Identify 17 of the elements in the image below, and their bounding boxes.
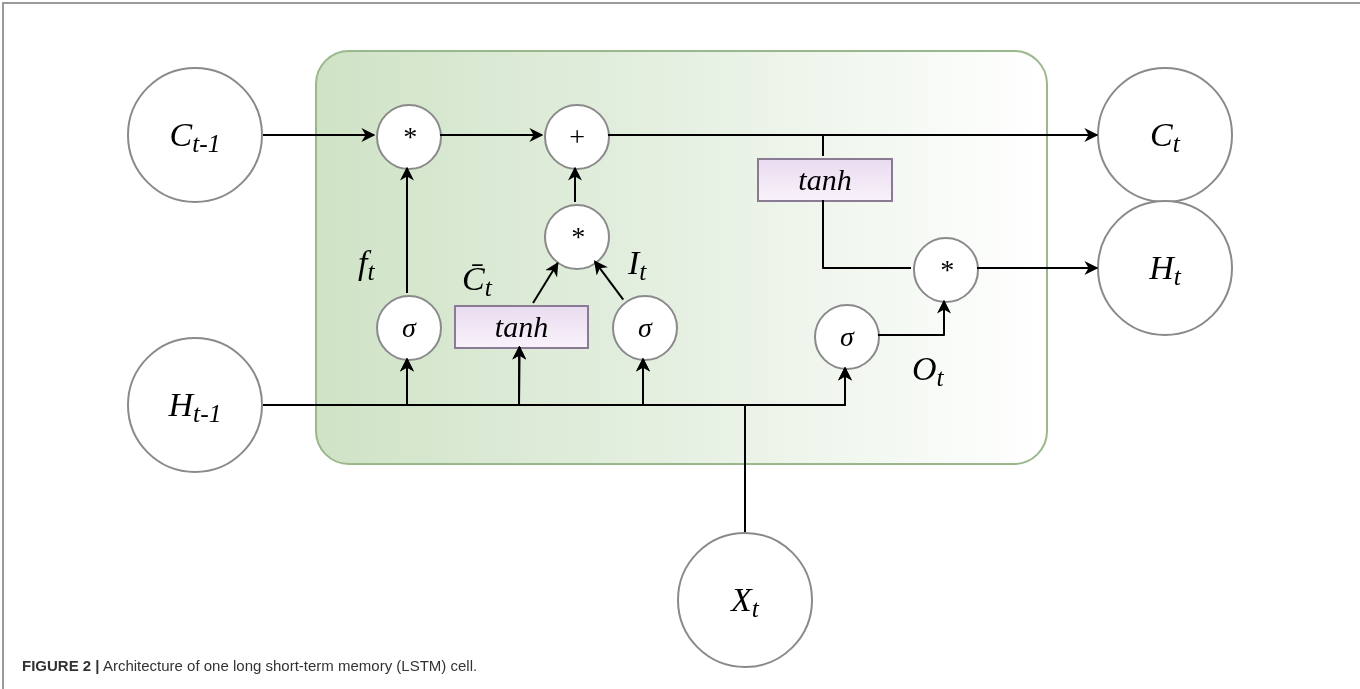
- arrow: [568, 166, 582, 203]
- arrow: [532, 261, 559, 304]
- edge-label: C̄$_{t}$: [462, 262, 492, 296]
- activation-box: tanh: [454, 305, 589, 349]
- activation-box: tanh: [757, 158, 893, 202]
- arrow: [400, 166, 414, 294]
- arrow: [593, 260, 625, 301]
- edge-label: O$_{t}$: [912, 352, 944, 386]
- cell-box: [315, 50, 1048, 465]
- arrow: [877, 299, 951, 336]
- arrow: [976, 261, 1099, 275]
- arrow: [439, 128, 544, 142]
- figure-caption: FIGURE 2 | Architecture of one long short-term memory (LSTM) cell.: [22, 656, 478, 676]
- edge-label: I$_{t}$: [628, 246, 647, 280]
- arrow: [262, 128, 376, 142]
- edge-label: f$_{t}$: [358, 246, 375, 280]
- connector-line: [822, 199, 912, 269]
